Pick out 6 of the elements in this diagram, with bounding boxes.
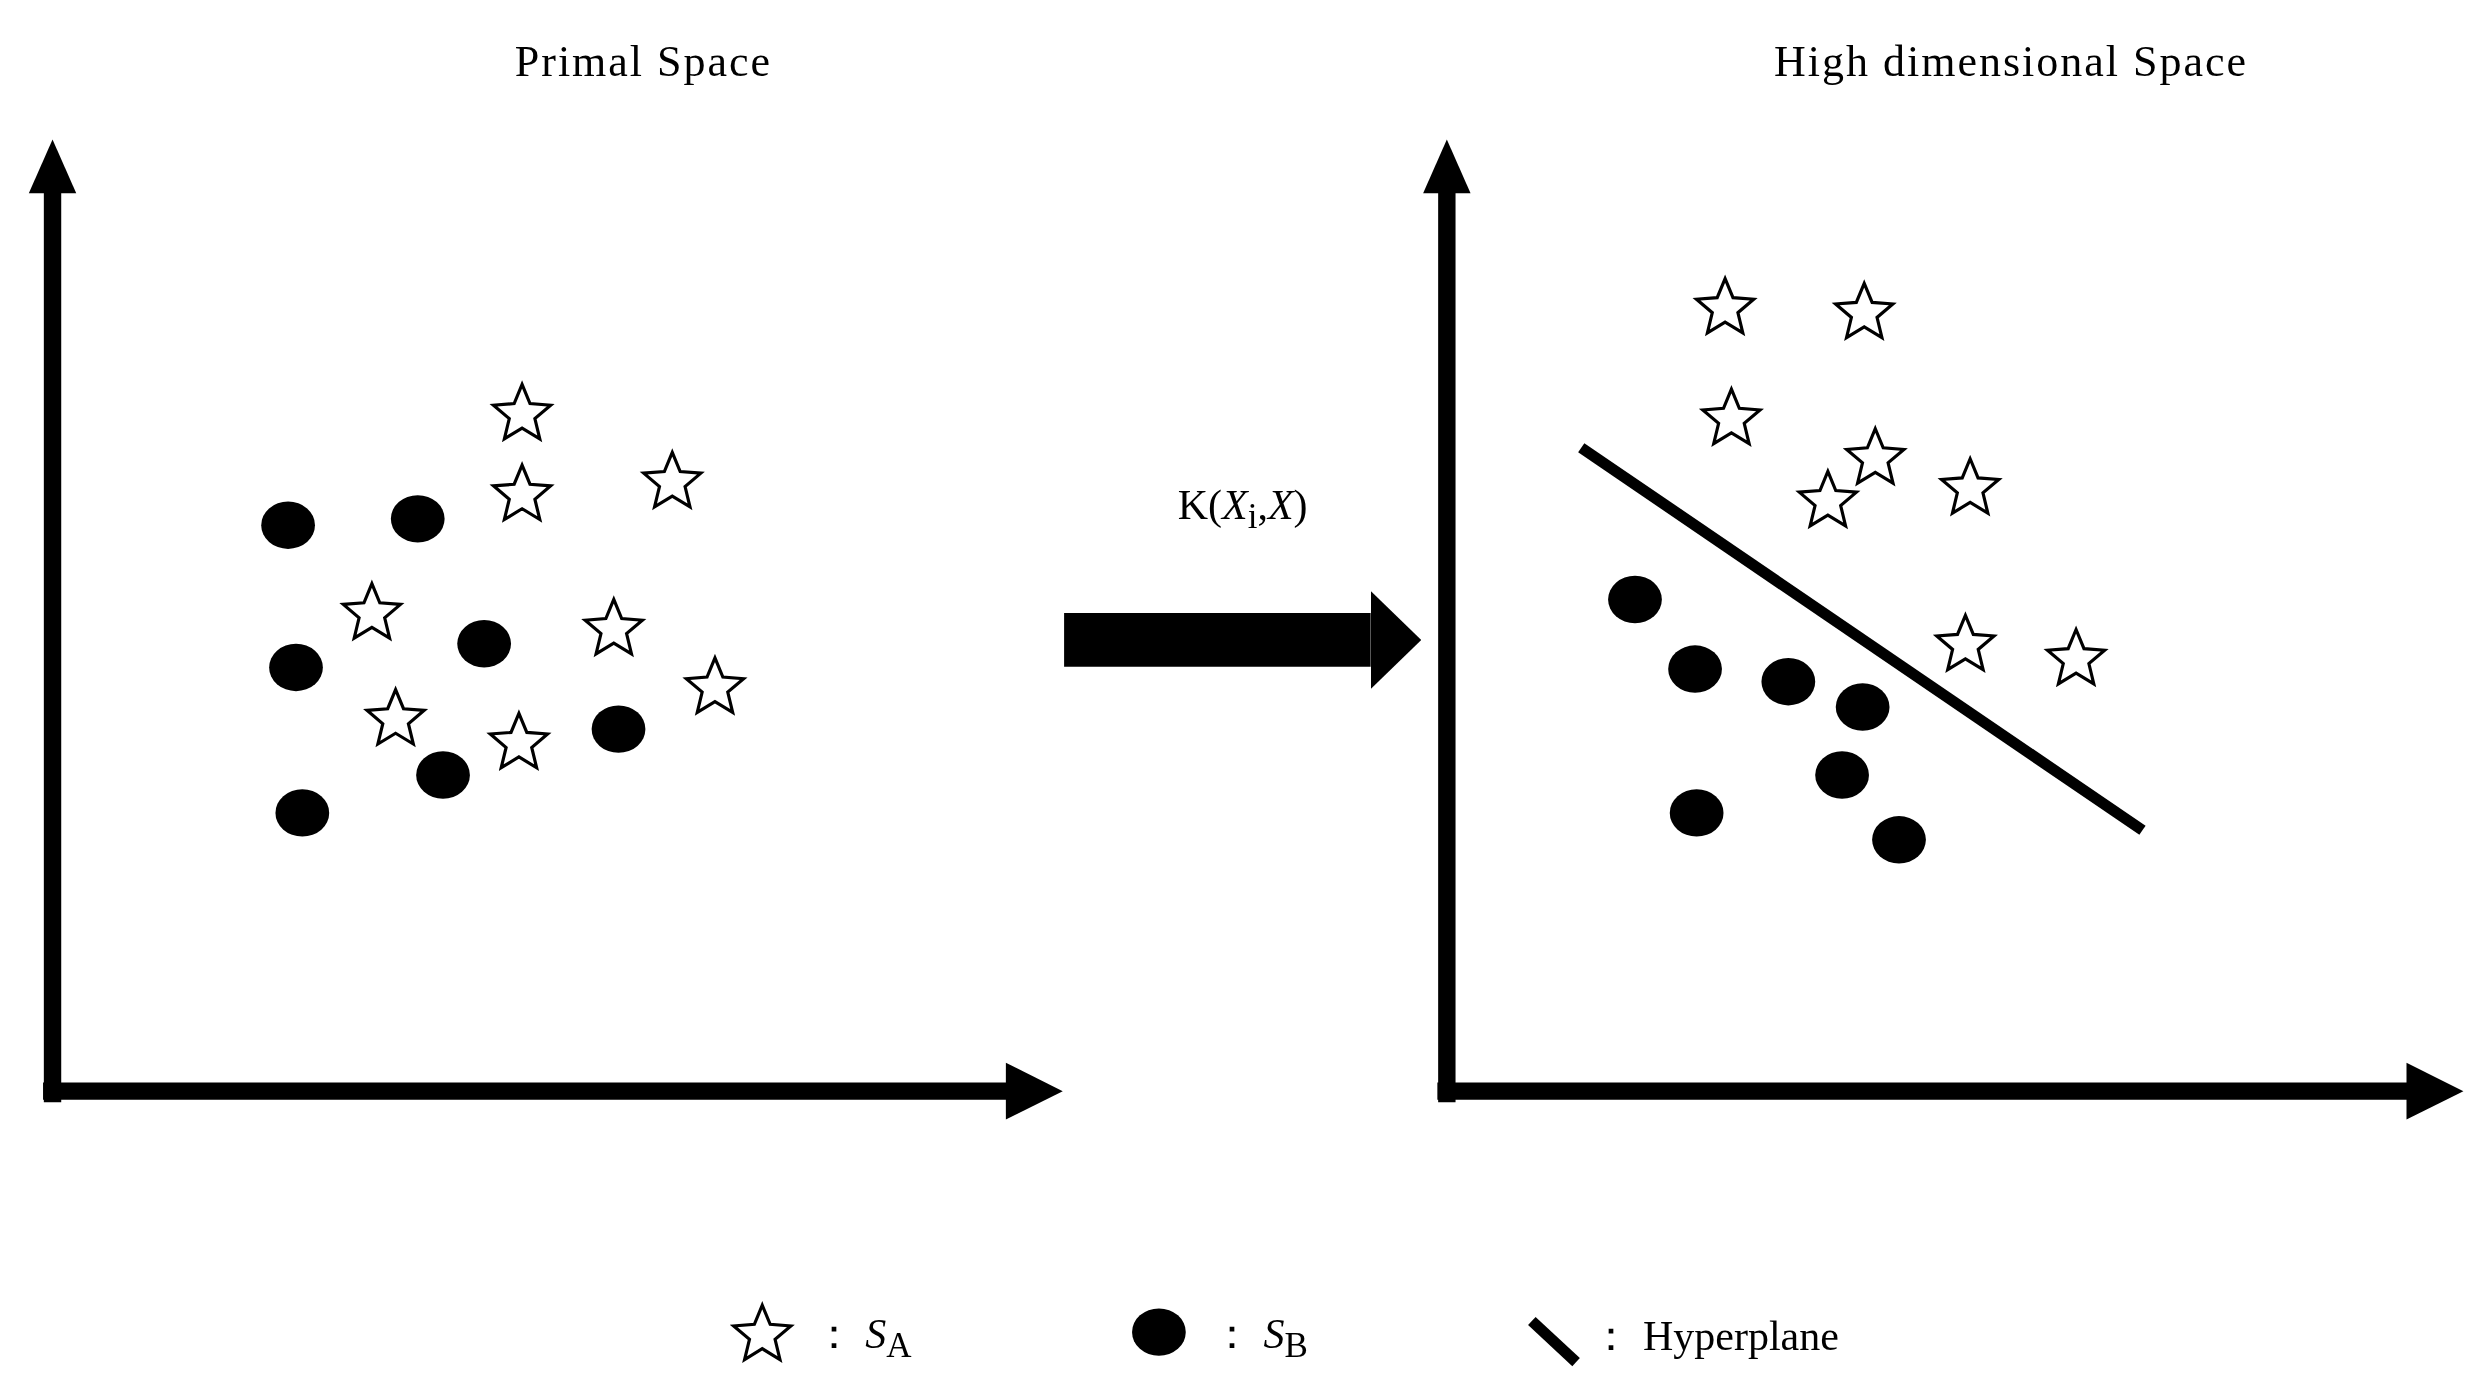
legend-text: ： S$_{A}$ xyxy=(812,1309,912,1367)
block-arrow xyxy=(1064,591,1422,689)
panel-title: Primal Space xyxy=(514,36,773,88)
legend-text: ： S$_{B}$ xyxy=(1211,1309,1308,1367)
legend-text: ： Hyperplane xyxy=(1590,1311,1839,1361)
panel-title: High dimensional Space xyxy=(1773,36,2249,88)
